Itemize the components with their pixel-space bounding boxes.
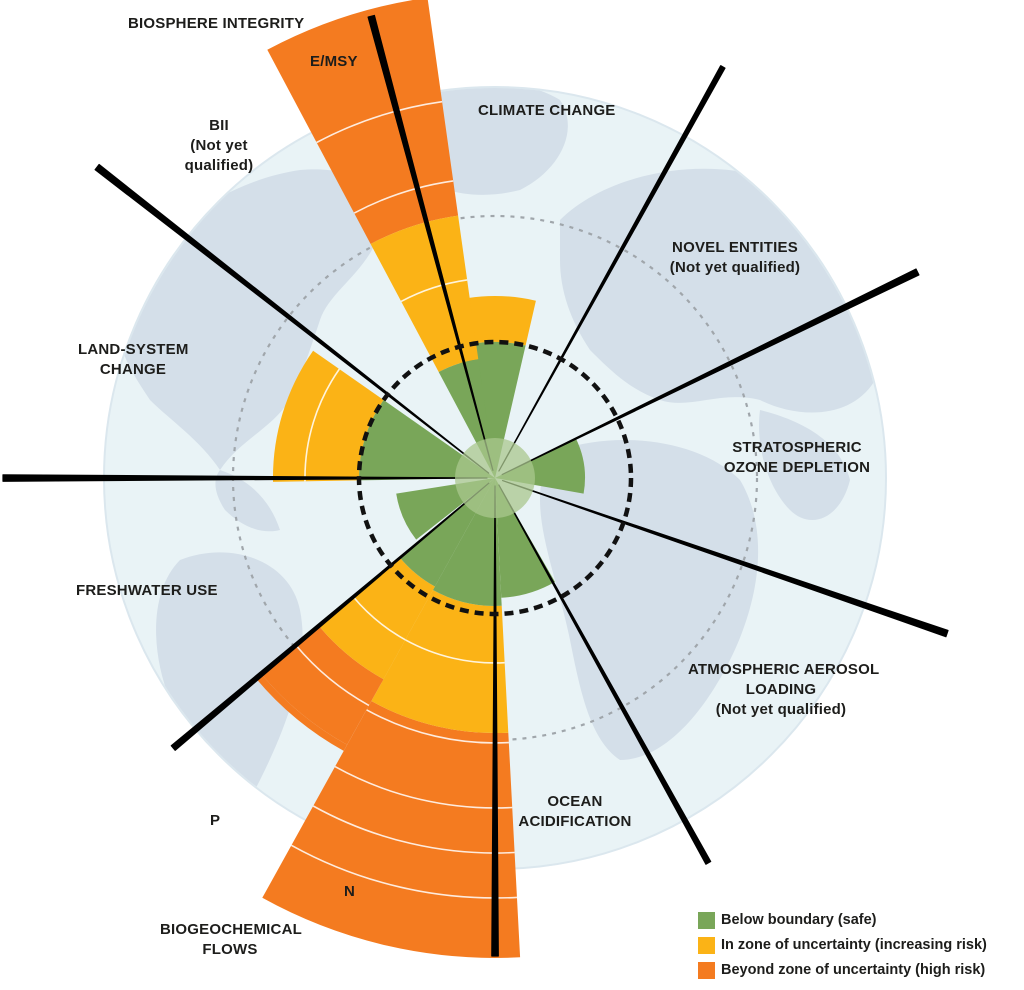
label-p: P — [210, 812, 221, 829]
label-novel-entities: NOVEL ENTITIES(Not yet qualified) — [669, 239, 801, 276]
wedge-biogeochemical-n-high-risk — [262, 701, 521, 958]
legend-item-safe: Below boundary (safe) — [698, 908, 987, 932]
wedge-land-system-change-band-line-0 — [304, 368, 341, 482]
divider-ozone-aerosol — [502, 480, 949, 638]
divider-biogeochemical-freshwater — [170, 482, 490, 751]
continent-central-america — [215, 470, 280, 532]
wedge-biosphere-emsy-band-line-1 — [353, 180, 454, 214]
divider-ocean-biogeochemical — [491, 485, 499, 957]
wedge-biogeochemical-p-band-line-1 — [295, 644, 370, 707]
label-freshwater-use: FRESHWATER USE — [76, 582, 218, 599]
safe-boundary-circle — [356, 339, 634, 617]
label-emsy: E/MSY — [310, 53, 358, 70]
wedge-biosphere-emsy-uncertain — [370, 215, 479, 372]
label-n: N — [344, 883, 356, 900]
continent-africa — [540, 440, 759, 760]
legend-label-uncertain: In zone of uncertainty (increasing risk) — [721, 937, 987, 953]
wedge-biogeochemical-n-band-line-3 — [312, 805, 515, 854]
divider-freshwater-land — [2, 474, 488, 482]
legend-swatch-uncertain — [698, 936, 715, 954]
continent-north-america — [117, 169, 382, 471]
label-climate-change: CLIMATE CHANGE — [478, 102, 616, 119]
wedge-biogeochemical-p-high-risk — [261, 625, 384, 745]
label-biosphere-integrity: BIOSPHERE INTEGRITY — [128, 15, 305, 32]
legend-swatch-safe — [698, 911, 715, 929]
wedge-land-system-change-uncertain — [272, 350, 384, 482]
legend: Below boundary (safe) In zone of uncerta… — [698, 908, 987, 983]
wedge-biosphere-emsy-band-line-2 — [316, 100, 443, 144]
legend-label-high-risk: Beyond zone of uncertainty (high risk) — [721, 962, 986, 978]
divider-novel-ozone — [501, 268, 920, 476]
wedge-biogeochemical-p-uncertain — [318, 557, 435, 680]
wedge-biogeochemical-n-uncertain — [371, 590, 509, 734]
wedge-biogeochemical-n-band-line-2 — [334, 765, 513, 809]
legend-label-safe: Below boundary (safe) — [721, 912, 877, 928]
wedge-biosphere-emsy-band-line-0 — [400, 279, 468, 303]
divider-land-biosphere — [94, 163, 490, 474]
divider-climate-novel — [498, 65, 726, 472]
safe-operating-hub — [455, 438, 535, 518]
continent-middle-east — [759, 410, 850, 520]
wedge-biogeochemical-p-edge — [256, 674, 348, 751]
legend-item-uncertain: In zone of uncertainty (increasing risk) — [698, 933, 987, 957]
sector-dividers — [2, 14, 949, 957]
divider-aerosol-ocean — [498, 484, 712, 865]
legend-item-high-risk: Beyond zone of uncertainty (high risk) — [698, 958, 987, 982]
wedge-biogeochemical-n-band-line-4 — [291, 844, 518, 899]
divider-biosphere-climate — [367, 14, 494, 471]
wedge-biogeochemical-p-band-line-0 — [352, 596, 406, 641]
legend-swatch-high-risk — [698, 961, 715, 979]
